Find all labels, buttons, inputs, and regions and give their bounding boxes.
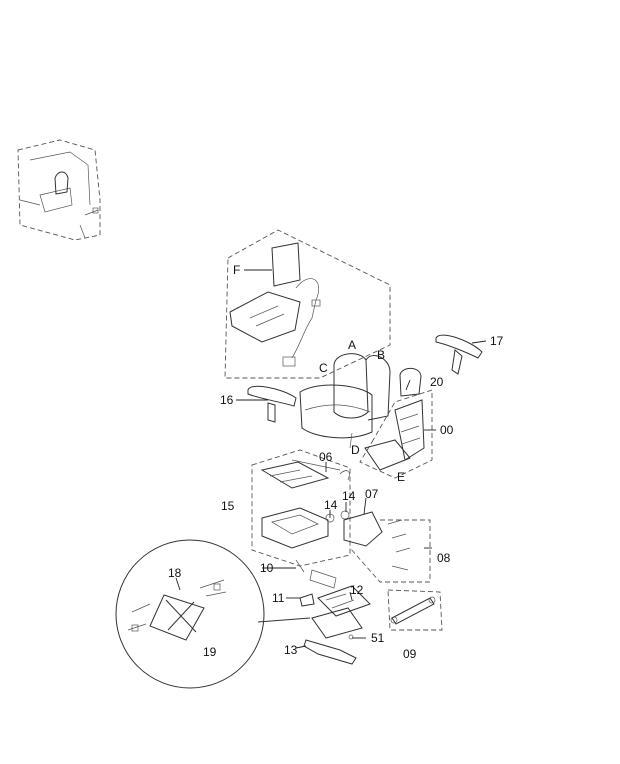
machine-locator-thumbnail [17, 139, 101, 241]
callout-06: 06 [319, 450, 333, 464]
callout-18: 18 [168, 566, 182, 580]
leader-lines [175, 269, 487, 649]
callout-19: 19 [203, 645, 217, 659]
callout-14-right: 14 [342, 489, 356, 503]
callout-A: A [348, 338, 356, 352]
callout-F: F [233, 263, 240, 277]
callout-20: 20 [430, 375, 444, 389]
callout-D: D [351, 443, 360, 457]
callout-13: 13 [284, 643, 298, 657]
backrest-frame [359, 367, 433, 479]
callout-15: 15 [221, 499, 235, 513]
callout-14-left: 14 [324, 498, 338, 512]
callout-51: 51 [371, 631, 385, 645]
callout-B: B [377, 348, 385, 362]
callout-07: 07 [365, 487, 379, 501]
shock-absorber-group [387, 589, 443, 631]
callout-16: 16 [220, 393, 234, 407]
armrest-left [247, 385, 297, 423]
callout-09: 09 [403, 647, 417, 661]
callout-17: 17 [490, 334, 504, 348]
suspension-base [295, 559, 371, 665]
callout-C: C [319, 361, 328, 375]
seat-assembly [299, 353, 391, 449]
detail-circle [115, 539, 311, 689]
callout-E: E [397, 470, 405, 484]
armrest-right [435, 334, 483, 375]
callout-11: 11 [272, 591, 285, 605]
callout-labels: F A B C D E 17 20 16 00 06 07 14 14 15 0… [168, 263, 504, 661]
slide-rail-group [251, 449, 351, 567]
seat-heater-group [224, 229, 391, 379]
callout-10: 10 [260, 561, 274, 575]
lever-group [343, 511, 431, 583]
callout-00: 00 [440, 423, 454, 437]
callout-08: 08 [437, 551, 451, 565]
callout-12: 12 [350, 583, 364, 597]
